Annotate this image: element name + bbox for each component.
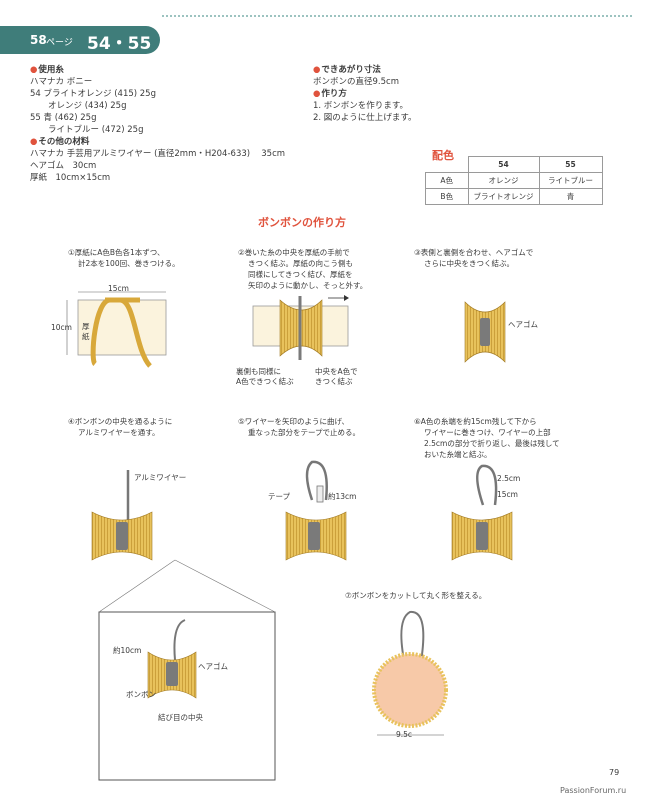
step-6-text: ⑥A色の糸端を約15cm残して下から ワイヤーに巻きつけ、ワイヤーの上部 2.5…: [414, 416, 560, 460]
howto-step-1: 1. ボンボンを作ります。: [313, 101, 408, 111]
step-line: ①厚紙にA色B色各1本ずつ、: [68, 248, 165, 257]
label-line: 裏側も同様に: [236, 367, 281, 376]
step-1-illustration: [66, 291, 167, 368]
step-2-text: ②巻いた糸の中央を厚紙の手前で きつく結ぶ。厚紙の向こう側も 同様にしてきつく結…: [238, 247, 367, 291]
label-15cm-b: 15cm: [497, 490, 518, 499]
step-line: きつく結ぶ。厚紙の向こう側も: [248, 259, 353, 268]
yarn-line-55: 55 青 (462) 25g: [30, 113, 97, 123]
step-6-illustration: [451, 464, 513, 561]
label-10cm: 10cm: [51, 323, 72, 332]
step-line: ⑤ワイヤーを矢印のように曲げ、: [238, 417, 349, 426]
label-9-5: 9.5c: [396, 730, 413, 739]
yarn-brand: ハマナカ ボニー: [30, 77, 93, 87]
step-line: アルミワイヤーを通す。: [78, 428, 160, 437]
step-line: ③表側と裏側を合わせ、ヘアゴムで: [414, 248, 534, 257]
step-7-illustration: [372, 610, 448, 736]
label-back: 裏側も同様に A色できつく結ぶ: [236, 367, 294, 387]
step-line: おいた糸端と結ぶ。: [424, 450, 492, 459]
size-howto-section: できあがり寸法 ボンボンの直径9.5cm 作り方 1. ボンボンを作ります。 2…: [313, 64, 513, 124]
step-1-text: ①厚紙にA色B色各1本ずつ、 計2本を100回、巻きつける。: [68, 247, 180, 269]
step-line: さらに中央をきつく結ぶ。: [424, 259, 514, 268]
label-13cm: 約13cm: [328, 492, 357, 501]
page-header-tab: 58 ページ 54・55: [0, 26, 160, 54]
step-7-text: ⑦ボンボンをカットして丸く形を整える。: [345, 591, 487, 600]
step-line: ⑥A色の糸端を約15cm残して下から: [414, 417, 537, 426]
howto-step-2: 2. 図のように仕上げます。: [313, 113, 417, 123]
yarn-line-55b: ライトブルー (472) 25g: [48, 125, 144, 135]
size-heading: できあがり寸法: [313, 64, 513, 76]
color-scheme-table: 54 55 A色 オレンジ ライトブルー B色 ブライトオレンジ 青: [425, 156, 603, 205]
step-5-text: ⑤ワイヤーを矢印のように曲げ、 重なった部分をテープで止める。: [238, 416, 360, 438]
step-line: 重なった部分をテープで止める。: [248, 428, 361, 437]
materials-heading: 使用糸: [30, 64, 320, 76]
model-numbers: 54・55: [87, 34, 152, 54]
label-center: 中央をA色で きつく結ぶ: [315, 367, 358, 387]
color-scheme-title: 配色: [432, 149, 454, 162]
other-heading: その他の材料: [30, 136, 320, 148]
label-approx10: 約10cm: [113, 646, 142, 655]
header-dotted-line: [162, 15, 632, 17]
table-cell: ブライトオレンジ: [467, 188, 540, 205]
label-line: 中央をA色で: [315, 367, 358, 376]
page-suffix: ページ: [46, 38, 73, 48]
detail-box: [98, 559, 276, 781]
label-15cm: 15cm: [108, 284, 129, 293]
step-line: 2.5cmの部分で折り返し、最後は残して: [424, 439, 560, 448]
step-line: ④ボンボンの中央を通るように: [68, 417, 173, 426]
label-tape: テープ: [268, 492, 291, 501]
other-line-1: ハマナカ 手芸用アルミワイヤー (直径2mm・H204-633) 35cm: [30, 149, 286, 159]
step-5-illustration: [285, 460, 347, 561]
step-line: 計2本を100回、巻きつける。: [78, 259, 180, 268]
step-line: ②巻いた糸の中央を厚紙の手前で: [238, 248, 350, 257]
step-3-text: ③表側と裏側を合わせ、ヘアゴムで さらに中央をきつく結ぶ。: [414, 247, 533, 269]
page-number: 79: [609, 768, 620, 777]
step-4-illustration: [91, 470, 153, 561]
step-line: 同様にしてきつく結び、厚紙を: [248, 270, 353, 279]
label-pompom: ボンボン: [126, 690, 156, 699]
label-line: A色できつく結ぶ: [236, 377, 294, 386]
step-2-illustration: [252, 295, 349, 360]
table-row: B色 ブライトオレンジ 青: [425, 188, 603, 205]
label-wire: アルミワイヤー: [134, 473, 187, 482]
label-hairtie-2: ヘアゴム: [198, 662, 228, 671]
label-knot-center: 結び目の中央: [158, 713, 203, 722]
step-3-illustration: [464, 301, 506, 363]
table-cell: 青: [538, 188, 603, 205]
watermark: PassionForum.ru: [560, 786, 627, 795]
section-title: ボンボンの作り方: [258, 216, 346, 229]
materials-section: 使用糸 ハマナカ ボニー 54 ブライトオレンジ (415) 25g オレンジ …: [30, 64, 320, 184]
label-card: 厚紙: [82, 322, 90, 341]
step-line: 矢印のように動かし、そっと外す。: [248, 281, 368, 290]
label-2-5cm: 2.5cm: [497, 474, 521, 483]
yarn-line-54: 54 ブライトオレンジ (415) 25g: [30, 89, 156, 99]
yarn-line-54b: オレンジ (434) 25g: [48, 101, 127, 111]
size-text: ボンボンの直径9.5cm: [313, 77, 399, 87]
label-line: きつく結ぶ: [315, 377, 353, 386]
other-line-3: 厚紙 10cm×15cm: [30, 173, 111, 183]
other-line-2: ヘアゴム 30cm: [30, 161, 97, 171]
step-4-text: ④ボンボンの中央を通るように アルミワイヤーを通す。: [68, 416, 172, 438]
page-ref: 58: [30, 33, 47, 47]
label-hairtie: ヘアゴム: [508, 320, 538, 329]
howto-heading: 作り方: [313, 88, 513, 100]
step-line: ワイヤーに巻きつけ、ワイヤーの上部: [424, 428, 551, 437]
